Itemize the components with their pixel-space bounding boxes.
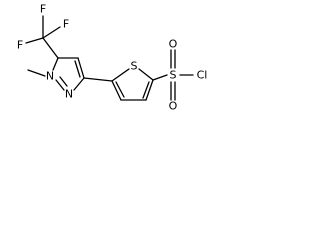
atom-label-sulfur-thiophene: S — [131, 60, 138, 73]
atom-label-fluorine-right: F — [63, 18, 69, 31]
thiophene-ring-bonds — [111, 68, 154, 101]
atom-label-chlorine: Cl — [197, 69, 208, 82]
bond-t3-t2 — [111, 80, 122, 101]
bond-t3-t2-double — [115, 81, 125, 98]
bond-cf3-c-f-left — [25, 37, 44, 44]
atom-label-oxygen-bottom: O — [169, 100, 178, 113]
molecule-structure-diagram: F F F N N S S O O Cl — [17, 3, 208, 113]
bond-t2-s1 — [111, 68, 130, 82]
bond-pyrazole-thiophene — [83, 77, 113, 82]
bond-c3-c4 — [77, 57, 85, 79]
atom-label-sulfur-sulfonyl: S — [170, 69, 177, 82]
trifluoromethyl-bonds — [25, 15, 61, 59]
sulfonyl-chloride-bonds — [152, 49, 194, 101]
bond-t5-t4-double — [142, 81, 150, 99]
bond-s1-t5 — [138, 68, 154, 81]
atom-label-nitrogen-2: N — [65, 88, 73, 101]
atom-label-fluorine-top: F — [40, 3, 46, 16]
atom-label-oxygen-top: O — [169, 38, 178, 51]
bond-t5-t4 — [145, 79, 154, 101]
bond-cf3-c-ring — [42, 37, 59, 59]
pyrazole-ring-bonds — [52, 57, 85, 91]
bond-n1-methyl — [27, 69, 46, 77]
bond-c5-n1 — [52, 57, 59, 71]
bond-c3-c4-double — [74, 60, 81, 78]
atom-label-nitrogen-1: N — [46, 70, 54, 83]
bond-n1-n2-double — [59, 76, 68, 87]
atom-label-fluorine-left: F — [17, 39, 23, 52]
bond-t5-s-sulfonyl — [152, 74, 168, 81]
bond-n2-c3 — [73, 77, 85, 91]
bond-cf3-c-f-right — [42, 26, 61, 39]
bond-n1-n2 — [55, 79, 65, 91]
